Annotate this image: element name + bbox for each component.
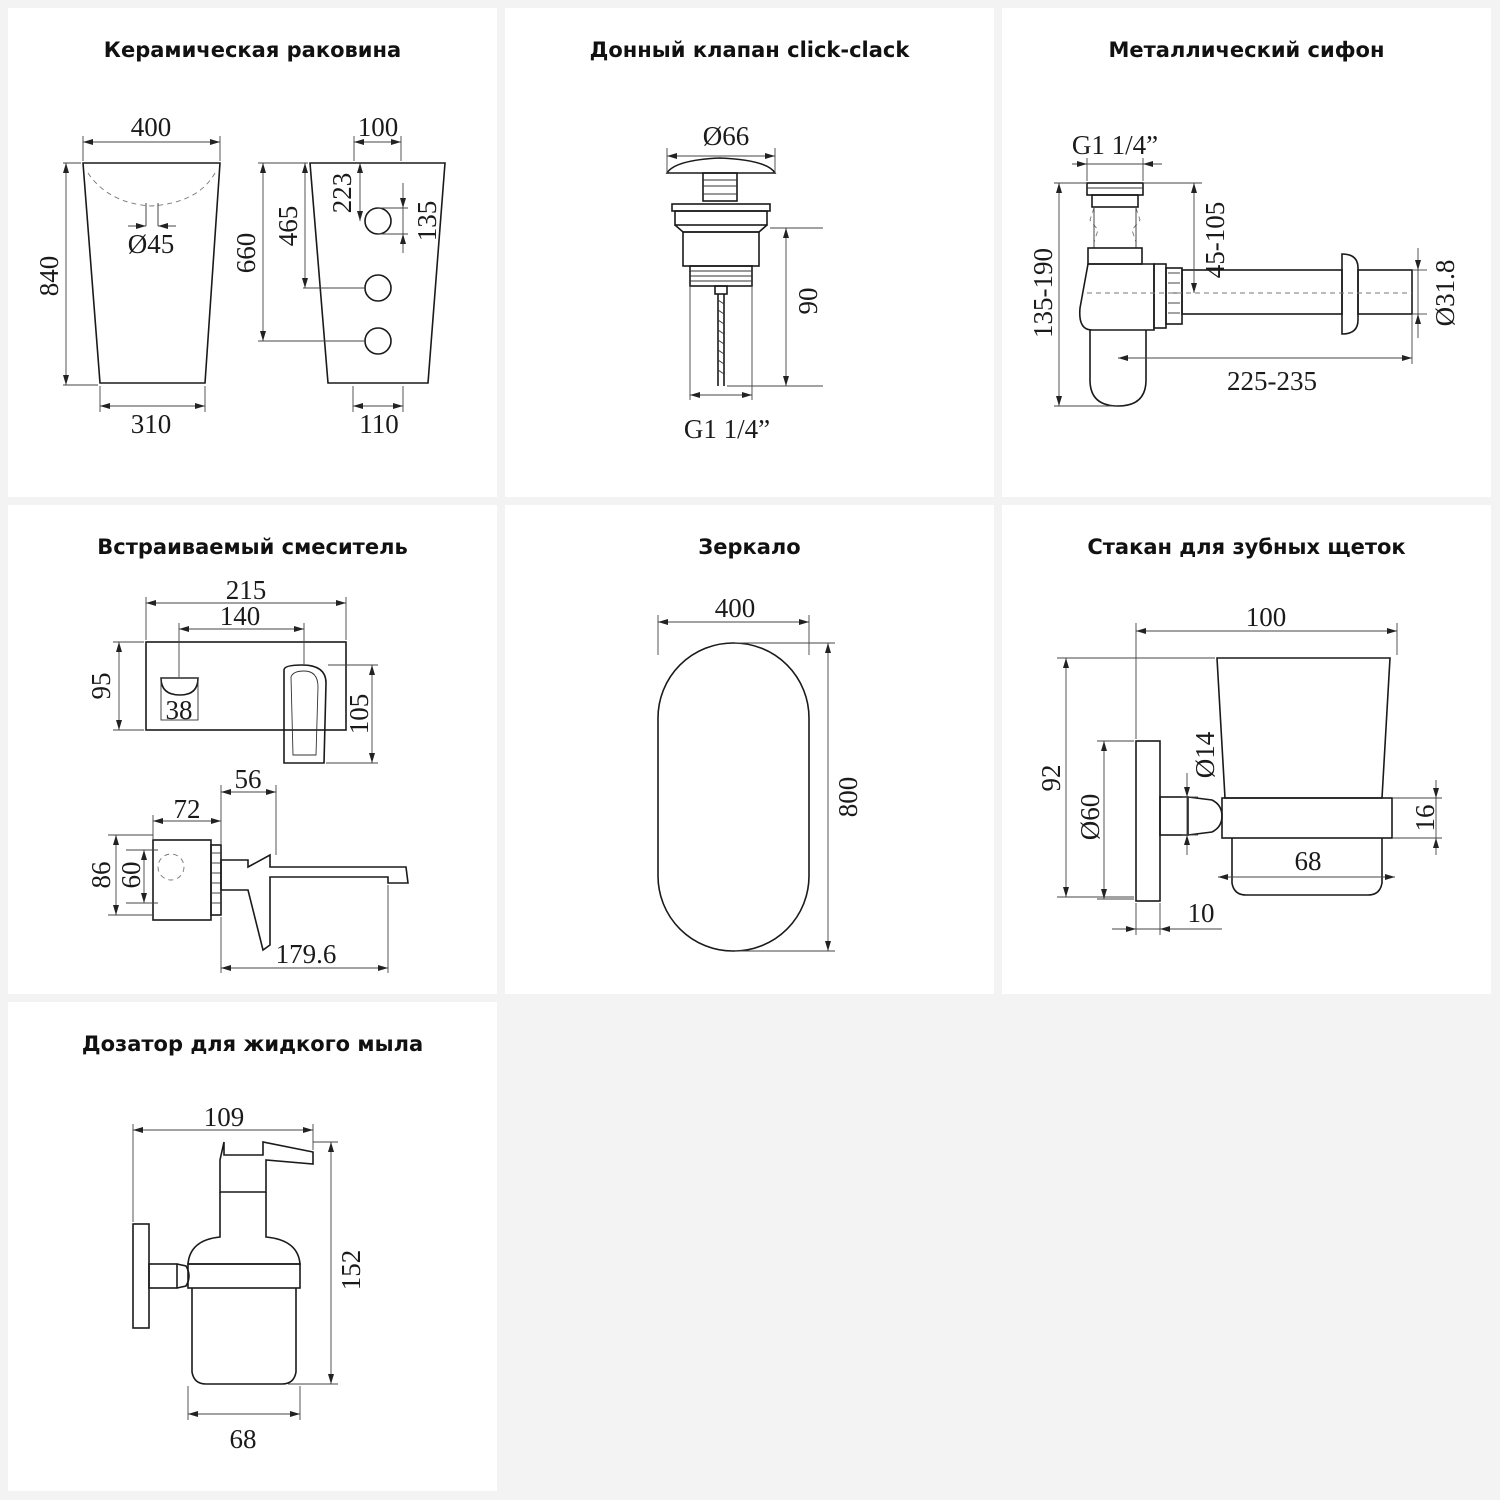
tumbler-drawing: 100 92 Ø60 Ø14 16 68 10 [1036,602,1442,935]
dim-pipe: Ø31.8 [1430,260,1460,327]
sink-drawing: 400 Ø45 840 310 100 660 465 223 [34,112,446,439]
panel-metal-siphon: Металлический сифон G1 1/4” 135-190 45-1… [1002,8,1491,497]
panel-title: Зеркало [698,535,801,559]
dim-thread: G1 1/4” [1072,130,1158,160]
dim-cup: 68 [1295,846,1322,876]
panel-title: Керамическая раковина [103,38,402,62]
dim-drain: Ø45 [128,229,175,259]
dim-60: 60 [116,862,146,889]
dim-pin: Ø14 [1190,731,1220,778]
panel-click-clack-valve: Донный клапан click-clack Ø66 90 G1 1/4” [505,8,994,497]
dim-height: 840 [34,256,64,297]
dim-width-top: 400 [131,112,172,142]
dim-h3: 223 [327,173,357,214]
dim-width-bottom: 310 [131,409,172,439]
dim-side-bottom: 110 [359,409,399,439]
dim-reach: 179.6 [276,939,337,969]
panel-soap-dispenser: Дозатор для жидкого мыла 109 152 68 [8,1002,497,1491]
dim-width: 215 [226,575,267,605]
panel-mirror: Зеркало 400 800 [505,505,994,994]
dim-diameter: Ø66 [703,121,750,151]
dim-height: 152 [336,1250,366,1291]
panel-toothbrush-tumbler: Стакан для зубных щеток 100 92 Ø60 Ø14 1… [1002,505,1491,994]
dim-length: 225-235 [1227,366,1317,396]
dim-offset: 45-105 [1200,202,1230,279]
mixer-drawing: 215 140 95 38 105 56 72 [86,575,409,973]
dim-width: 400 [715,593,756,623]
dim-thread: G1 1/4” [684,414,770,444]
dim-knob: 38 [166,695,193,725]
dim-height: 95 [86,673,116,700]
dim-plate: 72 [174,794,201,824]
panel-title: Металлический сифон [1108,38,1385,62]
dispenser-drawing: 109 152 68 [132,1102,366,1454]
dim-spout-h: 105 [344,694,374,735]
dim-86: 86 [86,862,116,889]
dim-ring: 16 [1410,805,1440,832]
dim-side-top: 100 [358,112,399,142]
panel-title: Донный клапан click-clack [589,38,910,62]
dim-width: 109 [204,1102,245,1132]
valve-drawing: Ø66 90 G1 1/4” [665,121,823,444]
siphon-drawing: G1 1/4” 135-190 45-105 Ø31.8 225-235 [1028,130,1460,407]
panel-title: Стакан для зубных щеток [1087,535,1406,559]
dim-h1: 660 [231,233,261,274]
panel-title: Дозатор для жидкого мыла [81,1032,424,1056]
dim-depth: 56 [235,764,262,794]
dim-plate: 10 [1188,898,1215,928]
dim-height: 90 [793,288,823,315]
panel-ceramic-sink: Керамическая раковина 400 Ø45 840 310 10… [8,8,497,497]
dim-base: Ø60 [1075,794,1105,841]
dim-height: 800 [833,777,863,818]
dim-bottom: 68 [230,1424,257,1454]
dim-height: 92 [1036,765,1066,792]
dim-h2: 465 [273,206,303,247]
panel-title: Встраиваемый смеситель [97,535,408,559]
panel-built-in-mixer: Встраиваемый смеситель 215 140 95 38 105 [8,505,497,994]
mirror-drawing: 400 800 [657,593,863,952]
dim-width: 100 [1246,602,1287,632]
dim-height: 135-190 [1028,248,1058,338]
dim-h4: 135 [412,201,442,242]
dim-inner: 140 [220,601,261,631]
